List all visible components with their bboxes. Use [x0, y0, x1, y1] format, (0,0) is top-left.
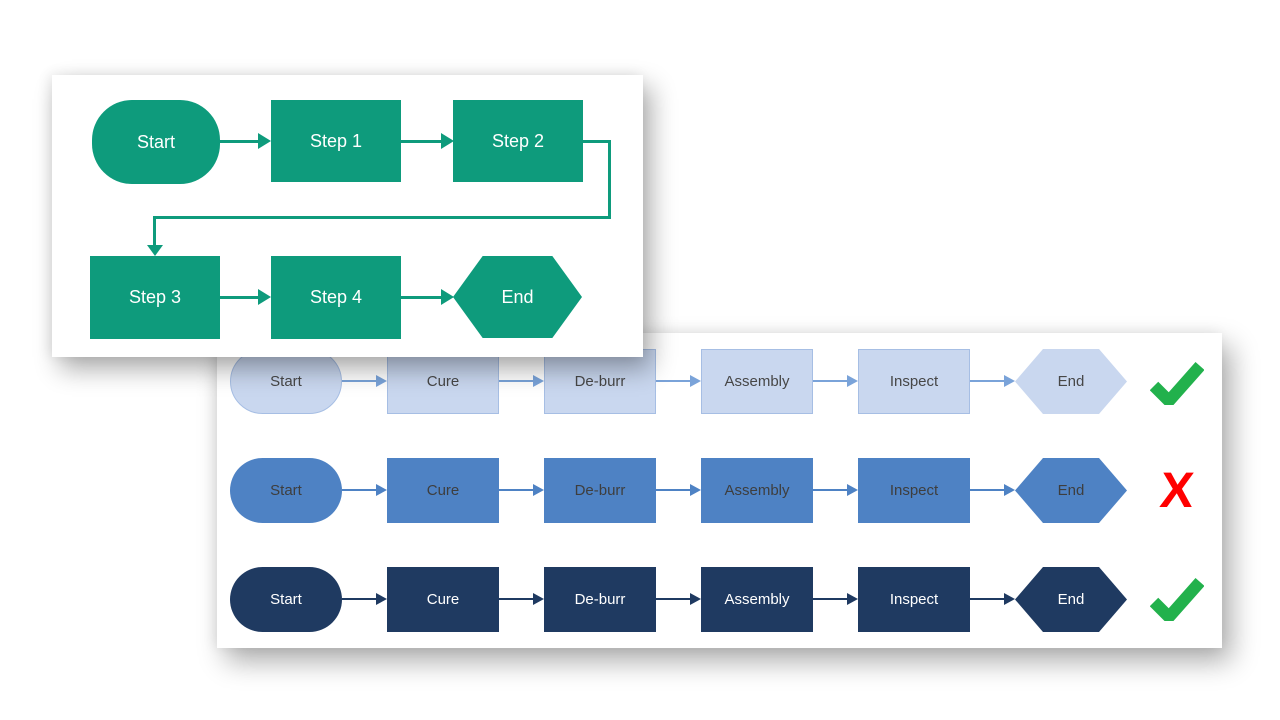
- cross-glyph: X: [1157, 462, 1197, 518]
- node-step4: Step 4: [271, 256, 401, 339]
- node-inspect-label: Inspect: [889, 482, 939, 499]
- node-start-label: Start: [270, 373, 302, 390]
- flow-arrow: [970, 484, 1015, 496]
- node-end: End: [1015, 349, 1127, 414]
- node-cure: Cure: [387, 567, 499, 632]
- node-step2: Step 2: [453, 100, 583, 182]
- node-cure: Cure: [387, 349, 499, 414]
- node-de-burr-label: De-burr: [574, 591, 626, 608]
- node-step1: Step 1: [271, 100, 401, 182]
- node-assembly-label: Assembly: [724, 482, 790, 499]
- arrow-step1-step2-head: [441, 133, 454, 149]
- node-end-label: End: [1057, 591, 1085, 608]
- flow-arrow: [656, 375, 701, 387]
- node-end: End: [453, 256, 582, 338]
- flow-arrow: [656, 484, 701, 496]
- node-assembly: Assembly: [701, 567, 813, 632]
- flow-arrow: [342, 375, 387, 387]
- node-de-burr: De-burr: [544, 349, 656, 414]
- node-step3: Step 3: [90, 256, 220, 339]
- flow-arrow: [499, 375, 544, 387]
- node-end-label: End: [1057, 482, 1085, 499]
- arrow-step3-step4-line: [220, 296, 258, 299]
- flow-arrow: [342, 484, 387, 496]
- node-start: Start: [230, 458, 342, 523]
- node-inspect-label: Inspect: [889, 373, 939, 390]
- node-cure: Cure: [387, 458, 499, 523]
- node-step1-label: Step 1: [309, 130, 363, 151]
- node-step2-label: Step 2: [491, 130, 545, 151]
- node-start: Start: [230, 349, 342, 414]
- arrow-step4-end-head: [441, 289, 454, 305]
- node-inspect: Inspect: [858, 567, 970, 632]
- flow-arrow: [813, 484, 858, 496]
- node-start: Start: [230, 567, 342, 632]
- check-icon: [1150, 577, 1204, 621]
- flow-arrow: [970, 375, 1015, 387]
- node-start: Start: [92, 100, 220, 184]
- node-inspect-label: Inspect: [889, 591, 939, 608]
- node-start-label: Start: [270, 482, 302, 499]
- arrow-step4-end-line: [401, 296, 441, 299]
- node-de-burr: De-burr: [544, 567, 656, 632]
- arrow-step1-step2-line: [401, 140, 441, 143]
- arrow-start-step1-line: [220, 140, 258, 143]
- node-assembly: Assembly: [701, 349, 813, 414]
- node-assembly-label: Assembly: [724, 591, 790, 608]
- flow-arrow: [813, 593, 858, 605]
- node-step3-label: Step 3: [128, 287, 182, 307]
- process-comparison-panel: Start Cure De-burr Assembly Inspect End: [217, 333, 1222, 648]
- flow-arrow: [499, 484, 544, 496]
- node-cure-label: Cure: [426, 591, 460, 608]
- elbow-connector-seg4: [153, 216, 156, 246]
- node-inspect: Inspect: [858, 349, 970, 414]
- node-inspect: Inspect: [858, 458, 970, 523]
- node-step4-label: Step 4: [309, 287, 363, 307]
- node-assembly-label: Assembly: [724, 373, 790, 390]
- cross-icon: X: [1147, 461, 1206, 519]
- node-de-burr: De-burr: [544, 458, 656, 523]
- node-cure-label: Cure: [426, 373, 460, 390]
- elbow-connector-seg3: [153, 216, 611, 219]
- node-cure-label: Cure: [426, 482, 460, 499]
- node-start-label: Start: [270, 591, 302, 608]
- elbow-connector-seg2: [608, 140, 611, 219]
- node-assembly: Assembly: [701, 458, 813, 523]
- node-end-label: End: [1057, 373, 1085, 390]
- node-de-burr-label: De-burr: [574, 482, 626, 499]
- check-icon: [1150, 361, 1204, 405]
- elbow-connector-head: [147, 245, 163, 256]
- flow-arrow: [813, 375, 858, 387]
- node-de-burr-label: De-burr: [574, 373, 626, 390]
- flow-arrow: [970, 593, 1015, 605]
- flow-arrow: [499, 593, 544, 605]
- flow-arrow: [656, 593, 701, 605]
- node-start-label: Start: [136, 131, 175, 152]
- arrow-step3-step4-head: [258, 289, 271, 305]
- flow-arrow: [342, 593, 387, 605]
- arrow-start-step1-head: [258, 133, 271, 149]
- node-end: End: [1015, 458, 1127, 523]
- elbow-connector-seg1: [583, 140, 611, 143]
- green-flowchart-panel: Start Step 1 Step 2 Step 3 Step 4 End: [52, 75, 643, 357]
- node-end: End: [1015, 567, 1127, 632]
- node-end-label: End: [501, 286, 534, 307]
